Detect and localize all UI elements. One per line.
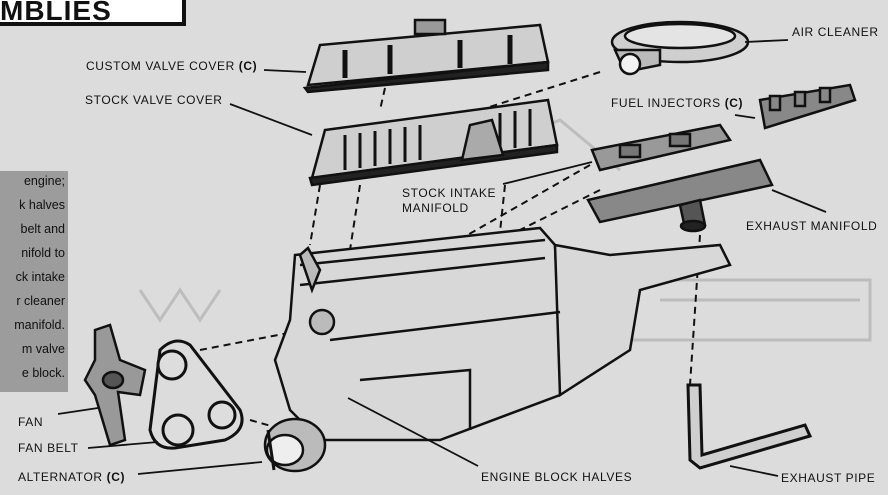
title-box: MBLIES xyxy=(0,0,186,26)
exhaust-pipe-label: EXHAUST PIPE xyxy=(781,471,876,485)
stock-intake-manifold-label-line2: MANIFOLD xyxy=(402,201,469,215)
air-cleaner-part xyxy=(610,20,750,76)
exhaust-manifold-label: EXHAUST MANIFOLD xyxy=(746,219,878,233)
instruction-line: k halves xyxy=(19,198,65,212)
fan-belt-part xyxy=(148,339,244,450)
engine-block-halves-label: ENGINE BLOCK HALVES xyxy=(481,470,633,484)
stock-valve-cover-part xyxy=(308,98,559,187)
instruction-line: manifold. xyxy=(14,318,65,332)
engine-block-part xyxy=(273,226,732,442)
air-cleaner-label: AIR CLEANER xyxy=(792,25,879,39)
fuel-injectors-label: FUEL INJECTORS (C) xyxy=(611,96,744,110)
instruction-line: e block. xyxy=(21,366,65,380)
instruction-line: nifold to xyxy=(21,246,65,260)
fan-label: FAN xyxy=(18,415,44,429)
leader-lines xyxy=(57,39,827,477)
custom-valve-cover-part xyxy=(302,18,550,94)
fan-part xyxy=(83,323,147,447)
instruction-line: r cleaner xyxy=(16,294,65,308)
stock-valve-cover-label: STOCK VALVE COVER xyxy=(85,93,223,107)
instruction-panel: engine; k halves belt and nifold to ck i… xyxy=(0,171,68,392)
stock-intake-manifold-part xyxy=(590,123,733,172)
stock-intake-manifold-label-line1: STOCK INTAKE xyxy=(402,186,497,200)
instruction-line: engine; xyxy=(23,174,65,188)
fan-belt-label: FAN BELT xyxy=(18,441,79,455)
alternator-label: ALTERNATOR (C) xyxy=(18,470,126,484)
instruction-line: belt and xyxy=(20,222,65,236)
page-title: MBLIES xyxy=(0,0,112,26)
alternator-part xyxy=(263,417,327,473)
exhaust-pipe-part xyxy=(686,383,813,470)
fuel-injectors-part xyxy=(758,83,857,130)
exhaust-manifold-part xyxy=(586,158,774,233)
custom-valve-cover-label: CUSTOM VALVE COVER (C) xyxy=(86,59,258,73)
instruction-line: ck intake xyxy=(15,270,65,284)
instruction-line: m valve xyxy=(21,342,65,356)
